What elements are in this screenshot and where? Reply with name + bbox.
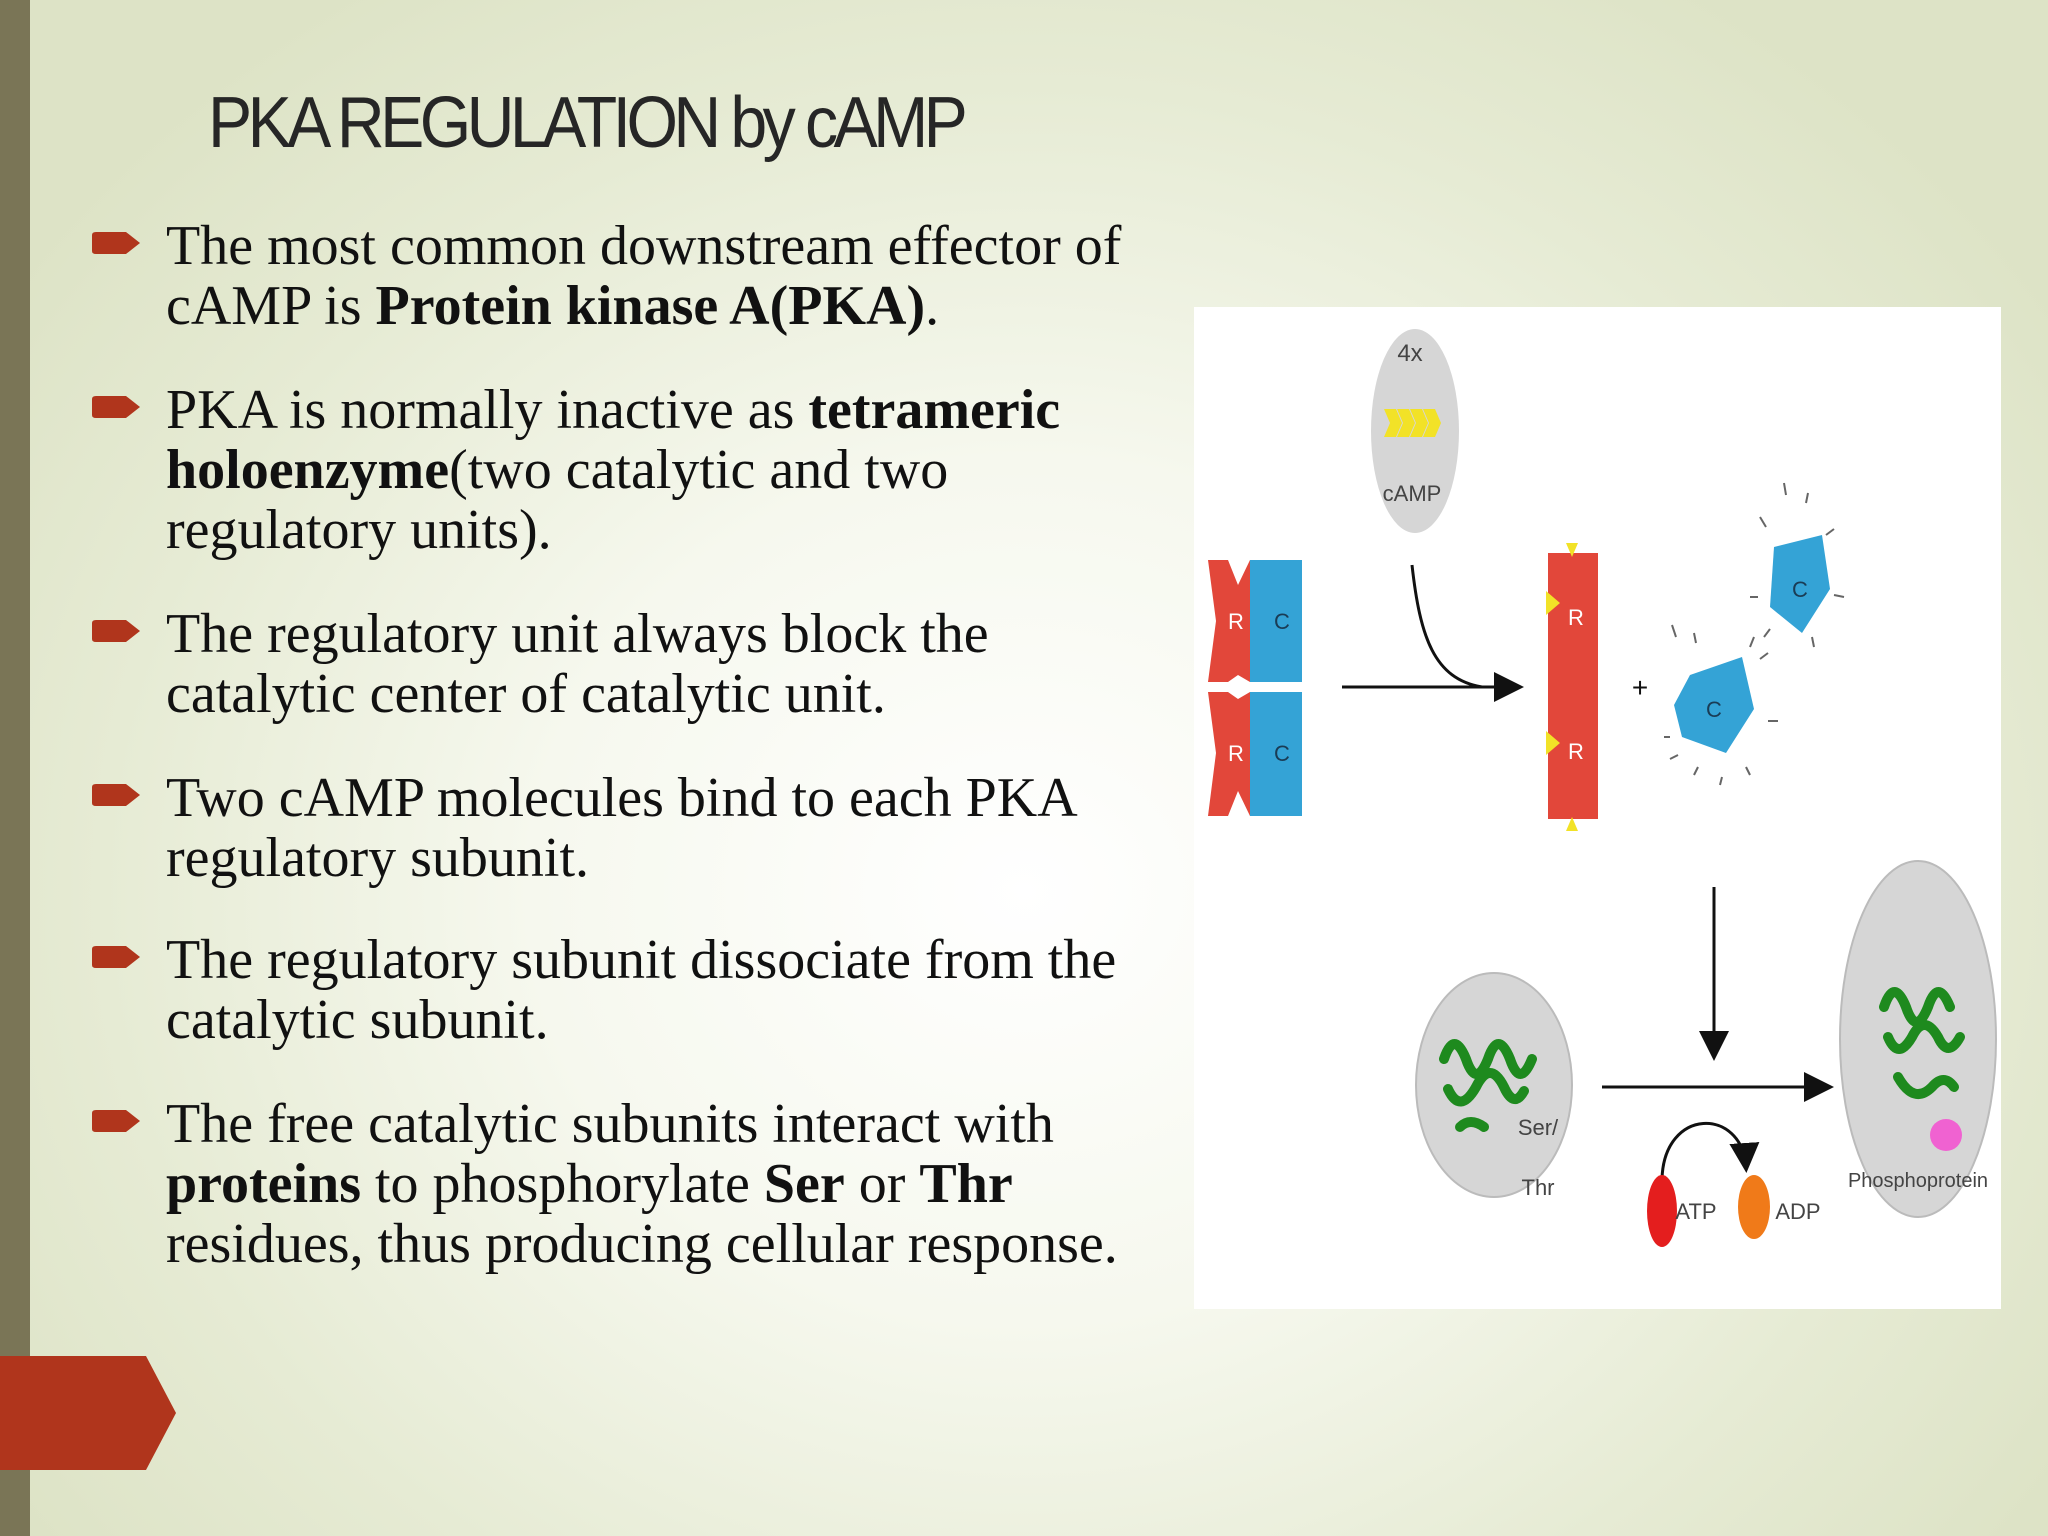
regulatory-subunit-top <box>1208 560 1250 682</box>
catalytic-subunit-top <box>1250 560 1302 682</box>
bullet-bold-text: Thr <box>919 1153 1013 1215</box>
bullet-text: residues, thus producing cellular respon… <box>166 1213 1118 1275</box>
free-catalytic-subunit-2: C <box>1750 482 1845 648</box>
arrow-bullet-icon <box>92 1110 140 1132</box>
regulatory-dimer: R R <box>1546 543 1598 831</box>
regulatory-label: R <box>1568 605 1584 630</box>
bullet-bold-text: proteins <box>166 1153 361 1215</box>
arrow-bullet-icon <box>92 946 140 968</box>
phosphate-group-icon <box>1930 1119 1962 1151</box>
slide-left-accent-bar <box>0 0 30 1536</box>
phosphoprotein: Phosphoprotein <box>1839 860 1997 1218</box>
atp-molecule: ATP <box>1647 1175 1717 1247</box>
regulatory-subunit-bottom <box>1208 692 1250 816</box>
thr-label: Thr <box>1522 1175 1555 1200</box>
ser-label: Ser/ <box>1518 1115 1559 1140</box>
pka-diagram: 4x cAMP R R C C <box>1194 307 2001 1309</box>
bullet-text: to phosphorylate <box>361 1153 764 1215</box>
camp-count-label: 4x <box>1397 340 1422 367</box>
free-catalytic-subunit-1: C <box>1664 624 1778 786</box>
bullet-text: Two cAMP molecules bind to each PKA regu… <box>166 767 1075 889</box>
phosphoprotein-label: Phosphoprotein <box>1848 1170 1988 1192</box>
camp-label: cAMP <box>1383 481 1442 506</box>
bullet-item: The regulatory unit always block the cat… <box>88 604 1188 724</box>
bullet-list: The most common downstream effector of c… <box>88 216 1188 1318</box>
regulatory-label: R <box>1228 609 1244 634</box>
camp-molecules-icon <box>1384 409 1441 437</box>
protein-coil-icon <box>1879 987 1965 1099</box>
bullet-text: The free catalytic subunits interact wit… <box>166 1093 1054 1155</box>
slide-red-tab <box>0 1356 176 1470</box>
catalytic-label: C <box>1706 697 1722 722</box>
camp-bound-icon <box>1546 731 1560 755</box>
bullet-item: Two cAMP molecules bind to each PKA regu… <box>88 768 1188 888</box>
camp-binding-arrow <box>1410 564 1483 689</box>
regulatory-label: R <box>1568 739 1584 764</box>
atp-label: ATP <box>1675 1199 1716 1224</box>
substrate-protein: Ser/ Thr <box>1415 972 1573 1200</box>
plus-sign: + <box>1632 672 1648 703</box>
arrow-bullet-icon <box>92 396 140 418</box>
arrow-bullet-icon <box>92 620 140 642</box>
bullet-item: The most common downstream effector of c… <box>88 216 1188 336</box>
arrow-bullet-icon <box>92 784 140 806</box>
atp-adp-arrow <box>1660 1121 1760 1180</box>
slide-title: PKA REGULATION by cAMP <box>208 83 968 163</box>
adp-molecule: ADP <box>1738 1175 1821 1239</box>
bullet-bold-text: tetrameric holoenzyme <box>166 379 1061 501</box>
bullet-item: The free catalytic subunits interact wit… <box>88 1094 1188 1274</box>
bullet-text: . <box>925 275 940 337</box>
adp-label: ADP <box>1775 1199 1820 1224</box>
camp-bound-icon <box>1546 591 1560 615</box>
bullet-bold-text: Protein kinase A(PKA) <box>375 275 926 337</box>
bullet-text: PKA is normally inactive as <box>166 379 809 441</box>
arrow-bullet-icon <box>92 232 140 254</box>
catalytic-label: C <box>1274 609 1290 634</box>
holoenzyme: R R C C <box>1208 560 1302 816</box>
bullet-bold-text: Ser <box>763 1153 845 1215</box>
bullet-text: (two catalytic and two regulatory units)… <box>166 439 949 561</box>
catalytic-label: C <box>1792 577 1808 602</box>
bullet-text: The regulatory subunit dissociate from t… <box>166 929 1117 1051</box>
bullet-text: or <box>844 1153 920 1215</box>
bullet-text: The regulatory unit always block the cat… <box>166 603 989 725</box>
regulatory-label: R <box>1228 741 1244 766</box>
protein-coil-icon <box>1439 1039 1537 1132</box>
catalytic-subunit-bottom <box>1250 692 1302 816</box>
bullet-text: The most common downstream effector of c… <box>166 215 1122 337</box>
bullet-item: The regulatory subunit dissociate from t… <box>88 930 1188 1050</box>
catalytic-label: C <box>1274 741 1290 766</box>
camp-bubble: 4x cAMP <box>1371 329 1459 533</box>
bullet-item: PKA is normally inactive as tetrameric h… <box>88 380 1188 560</box>
